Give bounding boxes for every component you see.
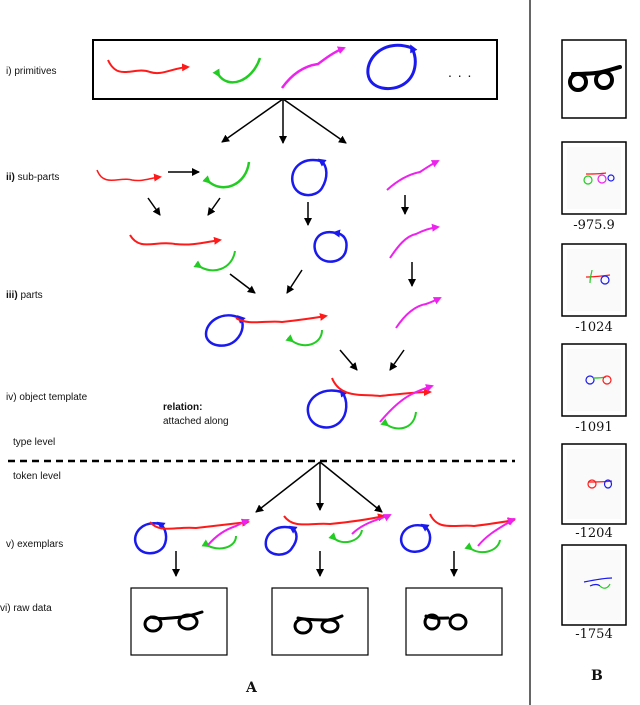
subpart-magenta-stroke [386, 160, 440, 191]
subpart-blue-combined [313, 229, 348, 263]
label-subparts-word: sub-parts [17, 172, 60, 183]
label-parts-word: parts [20, 290, 43, 301]
panel-b-letter: B [591, 668, 603, 684]
subpart-magenta-combined [389, 223, 440, 259]
primitive-green-stroke [212, 57, 262, 84]
panel-b-sample-2 [561, 243, 627, 317]
part-magenta-stroke [395, 297, 442, 329]
primitives-ellipsis: . . . [448, 64, 473, 80]
raw-data-box-2 [271, 587, 369, 656]
panel-b-score-5: -1754 [575, 627, 613, 642]
label-type-level: type level [13, 437, 56, 448]
label-token-level: token level [13, 471, 61, 482]
subpart-blue-stroke [290, 158, 328, 197]
relation-title: relation: [163, 402, 203, 413]
label-object-template: iv) object template [6, 392, 88, 403]
exemplar-2 [264, 513, 392, 556]
subpart-red-combined [129, 234, 222, 246]
primitive-red-stroke [107, 59, 190, 75]
label-subparts-num: ii) [6, 172, 15, 183]
part-red-stroke [235, 313, 328, 324]
panel-b-score-4: -1204 [575, 526, 613, 541]
exemplar-3 [399, 513, 516, 554]
part-blue-loop [204, 314, 246, 347]
panel-a-letter: A [246, 680, 257, 696]
panel-b-score-3: -1091 [575, 420, 613, 435]
label-parts-num: iii) [6, 290, 18, 301]
relation-value: attached along [163, 416, 229, 427]
primitive-magenta-stroke [280, 46, 346, 89]
raw-data-box-3 [405, 587, 503, 656]
label-subparts: ii) sub-parts [6, 172, 59, 183]
panel-b-sample-5 [561, 544, 627, 626]
panel-b-sample-1 [561, 141, 627, 215]
label-parts: iii) parts [6, 290, 43, 301]
template-magenta-stroke [379, 384, 434, 423]
exemplar-1 [133, 518, 250, 555]
panel-b-sample-4 [561, 443, 627, 525]
subpart-red-stroke [96, 169, 162, 182]
part-green-stroke [285, 329, 323, 347]
template-green-stroke [380, 411, 417, 430]
primitives-box [92, 39, 498, 100]
panel-b-score-1: -975.9 [573, 218, 615, 233]
subpart-green-stroke [202, 161, 251, 189]
label-primitives: i) primitives [6, 66, 57, 77]
label-exemplars: v) exemplars [6, 539, 64, 550]
panel-b-score-2: -1024 [575, 320, 613, 335]
primitive-blue-stroke [366, 43, 418, 91]
template-blue-loop [306, 388, 348, 429]
subpart-green-combined [193, 250, 236, 272]
label-raw-data: vi) raw data [0, 603, 52, 614]
panel-b-sample-3 [561, 343, 627, 417]
